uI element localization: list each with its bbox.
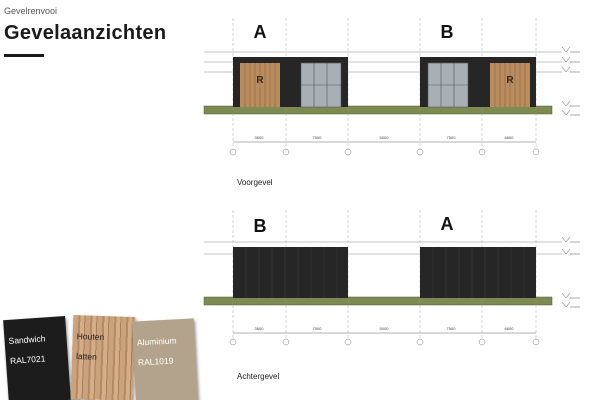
material-code: RAL1019: [137, 355, 174, 368]
panel-marker: R: [256, 75, 264, 86]
material-swatch-sandwich: Sandwich RAL7021: [3, 315, 71, 400]
rear-building-b: [233, 247, 348, 298]
material-swatch-aluminium: Aluminium RAL1019: [131, 318, 199, 400]
front-dimension-label: 7500: [313, 135, 323, 140]
front-building-a: [233, 57, 348, 108]
material-name: Sandwich: [8, 333, 46, 346]
front-dimension-label: 5000: [380, 135, 390, 140]
rear-unit-label-right: A: [441, 214, 454, 234]
material-code: latten: [75, 351, 98, 362]
material-name: Aluminium: [136, 335, 177, 348]
rear-dimension-label: 7500: [313, 326, 323, 331]
front-unit-label-right: B: [441, 22, 454, 42]
header-eyebrow: Gevelrenvooi: [4, 6, 58, 16]
front-elevation: A B R R 3600 7500 5000 7500 6600 Voorgev…: [203, 18, 580, 187]
rear-building-a: [420, 247, 536, 298]
rear-dimension-label: 6600: [505, 326, 515, 331]
material-code: RAL7021: [9, 353, 46, 366]
rear-grid-bubbles: [229, 338, 540, 346]
front-unit-label-left: A: [254, 22, 267, 42]
rear-grid-lines: [232, 210, 537, 338]
rear-dimension-label: 5000: [380, 326, 390, 331]
rear-unit-label-left: B: [254, 216, 267, 236]
page-title: Gevelaanzichten: [4, 22, 167, 44]
front-level-markers: [561, 46, 580, 116]
material-swatch-timber: Houten latten: [70, 314, 136, 400]
front-ground-strip: [203, 105, 553, 115]
front-dimension-label: 3600: [255, 135, 265, 140]
material-name: Houten: [76, 331, 105, 343]
rear-level-markers: [561, 236, 580, 308]
front-building-b: [420, 57, 536, 108]
rear-elevation: B A 3600 7500 5000 7500 6600 Achtergevel: [203, 210, 580, 381]
front-dimension-label: 6600: [505, 135, 515, 140]
rear-dimension-label: 7500: [447, 326, 457, 331]
rear-dimension-label: 3600: [255, 326, 265, 331]
title-underline: [4, 54, 44, 57]
front-grid-bubbles: [229, 148, 540, 156]
rear-view-label: Achtergevel: [237, 372, 279, 381]
front-view-label: Voorgevel: [237, 178, 273, 187]
front-dimension-label: 7500: [447, 135, 457, 140]
rear-ground-strip: [203, 296, 553, 306]
panel-marker: R: [506, 75, 514, 86]
